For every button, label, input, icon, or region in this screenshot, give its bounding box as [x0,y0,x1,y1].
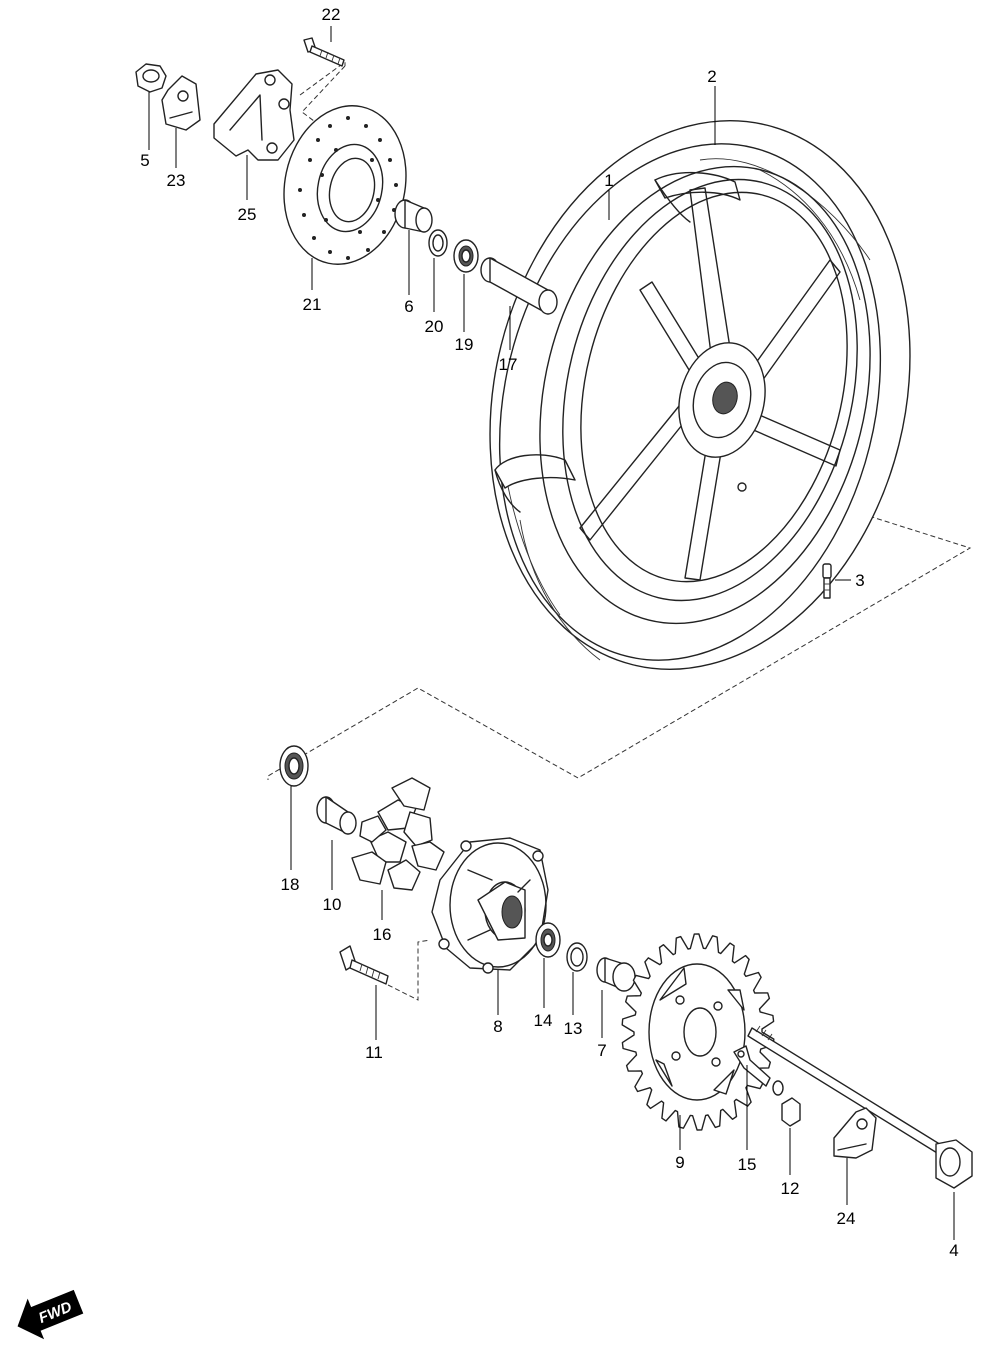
callout-16: 16 [373,925,392,944]
collar-part-10 [316,796,357,835]
bolt-part-22 [303,37,345,67]
callout-6: 6 [404,297,413,316]
callout-21: 21 [303,295,322,314]
sprocket-hub-part-8 [431,837,549,974]
sprocket-part-9 [621,933,775,1131]
caliper-bracket-part-25 [213,69,295,161]
damper-rubbers-part-16 [351,777,445,891]
bracket-part-23 [161,75,201,131]
axle-part-4 [747,1025,973,1189]
callout-8: 8 [493,1017,502,1036]
wheel-rim [539,165,871,625]
nut-part-5 [135,63,167,93]
bearing-part-19 [453,239,479,273]
spacer-part-17 [480,257,558,315]
wheel-spokes [579,187,841,581]
callout-18: 18 [281,875,300,894]
collar-part-6 [394,199,433,233]
lock-plate-part-15 [733,1045,784,1096]
callout-10: 10 [323,895,342,914]
callout-7: 7 [597,1041,606,1060]
fwd-arrow-icon [17,1289,84,1340]
callout-labels: 1 2 3 4 5 6 7 8 9 10 11 12 13 14 15 16 1… [140,5,958,1260]
callout-9: 9 [675,1153,684,1172]
rear-wheel-assembly [489,120,911,670]
callout-5: 5 [140,151,149,170]
callout-19: 19 [455,335,474,354]
tire-valve [822,563,832,599]
callout-13: 13 [564,1019,583,1038]
callout-3: 3 [855,571,864,590]
callout-14: 14 [534,1011,553,1030]
callout-25: 25 [238,205,257,224]
callout-24: 24 [837,1209,856,1228]
callout-20: 20 [425,317,444,336]
bracket-part-24 [833,1107,877,1159]
callout-15: 15 [738,1155,757,1174]
callout-22: 22 [322,5,341,24]
bearing-part-14 [535,922,561,958]
leader-lines [148,26,955,1240]
callout-17: 17 [499,355,518,374]
forward-direction-arrow: FWD [17,1289,84,1340]
callout-1: 1 [604,171,613,190]
callout-2: 2 [707,67,716,86]
collar-part-7 [596,957,636,992]
bearing-part-18 [279,745,309,787]
brake-disc-part-21 [283,105,407,265]
nut-part-12 [781,1097,801,1127]
callout-23: 23 [167,171,186,190]
callout-11: 11 [365,1043,383,1062]
washer-part-20 [428,229,448,257]
callout-12: 12 [781,1179,800,1198]
bolt-part-11 [339,945,389,985]
callout-4: 4 [949,1241,958,1260]
washer-part-13 [566,942,588,972]
